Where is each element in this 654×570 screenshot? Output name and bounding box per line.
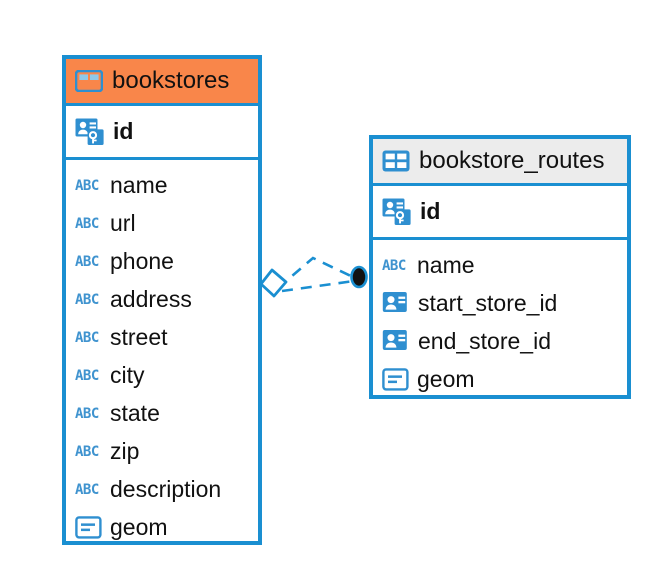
svg-text:ABC: ABC: [75, 178, 99, 193]
field-row-name[interactable]: ABC name: [382, 246, 618, 284]
field-row-id[interactable]: id: [382, 192, 618, 230]
svg-text:ABC: ABC: [382, 258, 406, 273]
geometry-icon: [382, 367, 409, 391]
svg-text:ABC: ABC: [75, 406, 99, 421]
field-label-state: state: [110, 399, 160, 426]
field-row-geom[interactable]: geom: [382, 360, 618, 398]
abc-text-icon: ABC: [75, 406, 99, 421]
primary-key-icon: [382, 198, 411, 225]
foreign-key-icon: [382, 330, 407, 350]
svg-text:ABC: ABC: [75, 482, 99, 497]
field-row-street[interactable]: ABC street: [75, 318, 249, 356]
svg-text:ABC: ABC: [75, 292, 99, 307]
entity-title-bookstore-routes: bookstore_routes: [419, 147, 605, 174]
relationship-line-upper: [277, 256, 356, 289]
circle-marker: [350, 265, 368, 289]
field-label-id: id: [420, 197, 441, 224]
field-row-url[interactable]: ABC url: [75, 204, 249, 242]
entity-bookstore-routes[interactable]: bookstore_routes id ABC name: [369, 135, 631, 399]
field-row-state[interactable]: ABC state: [75, 394, 249, 432]
field-row-id[interactable]: id: [75, 112, 249, 150]
svg-text:ABC: ABC: [75, 254, 99, 269]
field-row-address[interactable]: ABC address: [75, 280, 249, 318]
relationship-line-lower: [281, 279, 355, 293]
abc-text-icon: ABC: [75, 444, 99, 459]
field-label-id: id: [113, 117, 134, 144]
diamond-marker: [259, 268, 288, 298]
field-label-name: name: [110, 171, 168, 198]
field-label-phone: phone: [110, 247, 174, 274]
field-label-city: city: [110, 361, 145, 388]
field-row-end-store-id[interactable]: end_store_id: [382, 322, 618, 360]
abc-text-icon: ABC: [75, 292, 99, 307]
svg-text:ABC: ABC: [75, 216, 99, 231]
field-label-url: url: [110, 209, 136, 236]
field-label-street: street: [110, 323, 168, 350]
field-label-description: description: [110, 475, 222, 502]
field-section-bookstores: ABC name ABC url ABC phone ABC address A…: [66, 160, 258, 554]
entity-header-bookstores[interactable]: bookstores: [66, 59, 258, 103]
entity-header-bookstore-routes[interactable]: bookstore_routes: [373, 139, 627, 183]
entity-bookstores[interactable]: bookstores id ABC name: [62, 55, 262, 545]
entity-title-bookstores: bookstores: [112, 67, 230, 94]
table-icon: [75, 70, 103, 92]
svg-text:ABC: ABC: [75, 330, 99, 345]
abc-text-icon: ABC: [75, 368, 99, 383]
field-label-geom: geom: [110, 513, 168, 540]
field-row-city[interactable]: ABC city: [75, 356, 249, 394]
field-label-start-store-id: start_store_id: [418, 289, 558, 316]
field-row-description[interactable]: ABC description: [75, 470, 249, 508]
primary-key-section-bookstores: id: [66, 103, 258, 160]
field-label-name: name: [417, 251, 475, 278]
abc-text-icon: ABC: [75, 178, 99, 193]
primary-key-icon: [75, 118, 104, 145]
svg-text:ABC: ABC: [75, 368, 99, 383]
field-label-zip: zip: [110, 437, 140, 464]
field-row-zip[interactable]: ABC zip: [75, 432, 249, 470]
primary-key-section-bookstore-routes: id: [373, 183, 627, 240]
field-label-address: address: [110, 285, 192, 312]
table-icon: [382, 150, 410, 172]
abc-text-icon: ABC: [75, 330, 99, 345]
field-section-bookstore-routes: ABC name start_store_id end_store_i: [373, 240, 627, 406]
abc-text-icon: ABC: [75, 254, 99, 269]
field-row-start-store-id[interactable]: start_store_id: [382, 284, 618, 322]
field-label-end-store-id: end_store_id: [418, 327, 551, 354]
field-row-name[interactable]: ABC name: [75, 166, 249, 204]
abc-text-icon: ABC: [75, 482, 99, 497]
abc-text-icon: ABC: [75, 216, 99, 231]
field-row-geom[interactable]: geom: [75, 508, 249, 546]
field-label-geom: geom: [417, 365, 475, 392]
field-row-phone[interactable]: ABC phone: [75, 242, 249, 280]
foreign-key-icon: [382, 292, 407, 312]
svg-text:ABC: ABC: [75, 444, 99, 459]
geometry-icon: [75, 515, 102, 539]
abc-text-icon: ABC: [382, 258, 406, 273]
